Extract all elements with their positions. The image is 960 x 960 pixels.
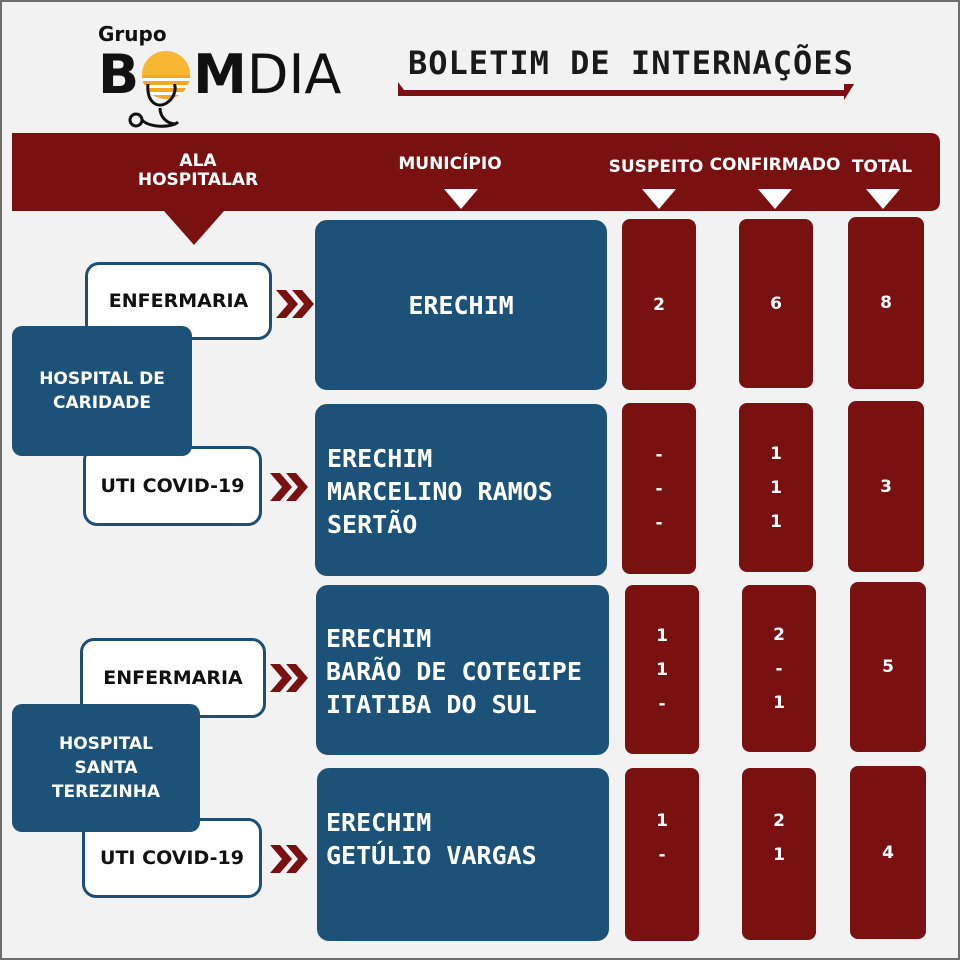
sun-icon (140, 49, 192, 101)
suspeito-value: - (658, 693, 666, 714)
suspeito-cell: 2 (622, 219, 696, 390)
total-value: 5 (882, 657, 894, 677)
confirmado-cell: 2 - 1 (742, 585, 816, 752)
suspeito-value: - (655, 478, 663, 499)
suspeito-value: 1 (656, 811, 668, 831)
municipio-name: ERECHIM (326, 624, 432, 653)
total-value: 3 (880, 476, 892, 497)
suspeito-value: - (655, 512, 663, 533)
header-ala-hospitalar: ALA HOSPITALAR (137, 151, 259, 190)
confirmado-value: 1 (770, 477, 782, 498)
total-cell: 3 (848, 401, 924, 572)
municipio-box: ERECHIM GETÚLIO VARGAS (317, 768, 609, 941)
confirmado-value: 2 (773, 624, 785, 645)
double-chevron-right-icon (270, 473, 308, 501)
confirmado-value: 2 (773, 811, 785, 831)
suspeito-cell: 1 - (625, 768, 699, 941)
grupo-bom-dia-logo: Grupo B M DIA (98, 22, 341, 132)
municipio-name: MARCELINO RAMOS (327, 477, 553, 506)
suspeito-cell: 1 1 - (625, 585, 699, 754)
confirmado-cell: 1 1 1 (739, 403, 813, 572)
total-arrow-icon (866, 189, 900, 209)
confirmado-arrow-icon (758, 189, 792, 209)
stethoscope-icon (128, 84, 180, 128)
municipio-name: BARÃO DE COTEGIPE (326, 657, 582, 686)
confirmado-value: 1 (770, 511, 782, 532)
total-cell: 4 (850, 766, 926, 939)
suspeito-value: 1 (656, 625, 668, 646)
total-cell: 8 (848, 217, 924, 389)
municipio-name: ERECHIM (326, 808, 432, 837)
page-title: BOLETIM DE INTERNAÇÕES (408, 44, 854, 82)
municipio-name: SERTÃO (327, 510, 418, 539)
suspeito-value: 2 (653, 294, 665, 315)
confirmado-value: 1 (773, 692, 785, 713)
header-confirmado: CONFIRMADO (709, 155, 841, 175)
municipio-name: ITATIBA DO SUL (326, 690, 537, 719)
header-suspeito: SUSPEITO (608, 157, 704, 177)
municipio-box: ERECHIM BARÃO DE COTEGIPE ITATIBA DO SUL (316, 585, 609, 755)
confirmado-value: 1 (770, 443, 782, 464)
suspeito-arrow-icon (642, 189, 676, 209)
suspeito-value: 1 (656, 659, 668, 680)
header-total: TOTAL (851, 157, 913, 177)
double-chevron-right-icon (270, 664, 308, 692)
logo-letter-b: B (98, 43, 140, 106)
ward-label: UTI COVID-19 (83, 446, 262, 526)
municipio-box: ERECHIM (315, 220, 607, 390)
logo-letter-m: M (193, 43, 247, 106)
confirmado-cell: 2 1 (742, 768, 816, 940)
title-underline (398, 82, 854, 100)
logo-wordmark: B M DIA (98, 40, 341, 110)
municipio-name: ERECHIM (327, 444, 433, 473)
municipio-name: ERECHIM (408, 290, 514, 320)
municipio-name: GETÚLIO VARGAS (326, 841, 537, 870)
total-value: 8 (880, 293, 892, 313)
municipio-arrow-icon (444, 189, 478, 209)
confirmado-value: 6 (770, 293, 782, 314)
hospital-santa-terezinha-label: HOSPITAL SANTA TEREZINHA (12, 704, 200, 832)
suspeito-cell: - - - (622, 403, 696, 574)
municipio-box: ERECHIM MARCELINO RAMOS SERTÃO (315, 404, 607, 576)
suspeito-value: - (655, 444, 663, 465)
confirmado-value: - (775, 658, 783, 679)
suspeito-value: - (658, 845, 666, 865)
logo-dia-text: DIA (246, 43, 342, 106)
confirmado-value: 1 (773, 845, 785, 865)
total-cell: 5 (850, 582, 926, 752)
hospital-de-caridade-label: HOSPITAL DE CARIDADE (12, 326, 192, 456)
double-chevron-right-icon (276, 290, 314, 318)
header-municipio: MUNICÍPIO (398, 154, 502, 174)
double-chevron-right-icon (270, 845, 308, 873)
confirmado-cell: 6 (739, 219, 813, 388)
total-value: 4 (882, 842, 894, 863)
logo-grupo-text: Grupo (98, 22, 167, 46)
